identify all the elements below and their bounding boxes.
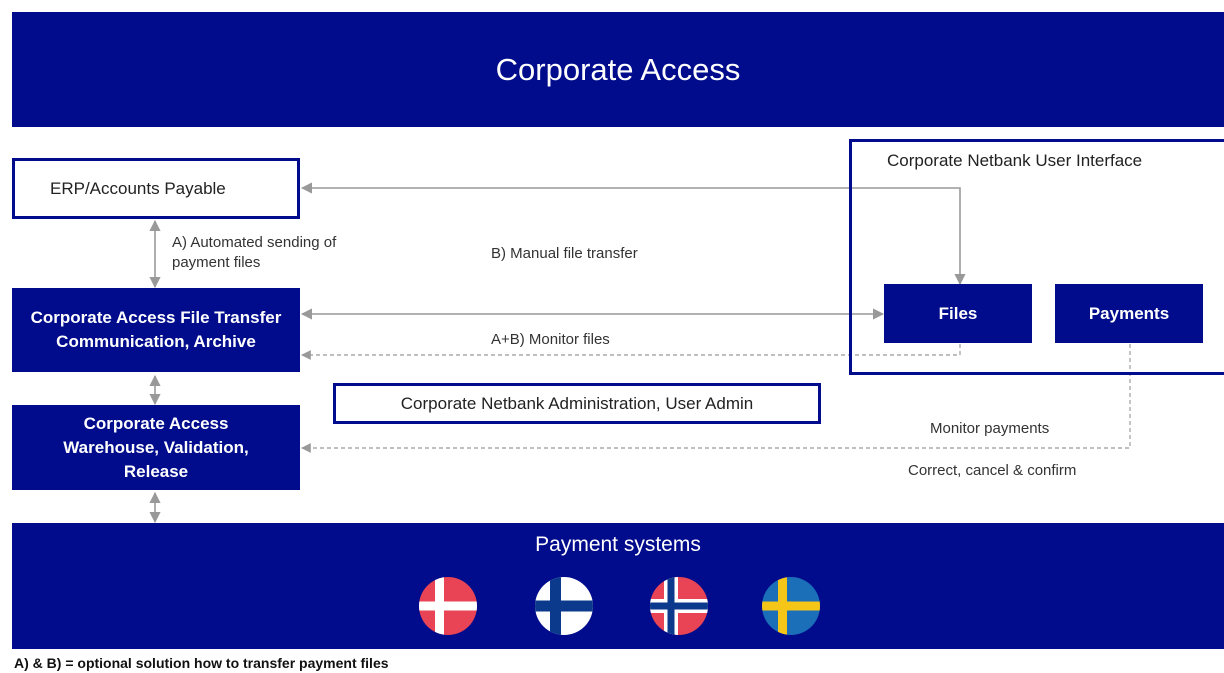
norway-flag [650,577,708,635]
file-transfer-label: Corporate Access File Transfer Communica… [30,308,282,351]
automated-sending-label: A) Automated sending of payment files [172,234,337,271]
monitor-payments-label: Monitor payments [930,420,1050,437]
files-box: Files [884,284,1032,343]
manual-transfer-label: B) Manual file transfer [491,245,638,262]
denmark-flag [419,577,477,635]
netbank-admin-label: Corporate Netbank Administration, User A… [400,393,754,413]
erp-files-arrow [300,182,966,286]
payment-systems-title: Payment systems [535,533,701,556]
page-title: Corporate Access [495,51,741,87]
payment-systems-banner: Payment systems [12,523,1224,649]
erp-accounts-payable-box: ERP/Accounts Payable [12,158,300,219]
correct-cancel-label: Correct, cancel & confirm [908,462,1077,479]
netbank-admin-box: Corporate Netbank Administration, User A… [333,383,821,424]
files-label: Files [938,303,978,323]
netbank-ui-title: Corporate Netbank User Interface [887,151,1143,170]
footnote: A) & B) = optional solution how to trans… [14,655,389,671]
finland-flag [535,577,593,635]
erp-label: ERP/Accounts Payable [50,178,226,198]
warehouse-label: Corporate Access Warehouse, Validation, … [63,413,249,481]
payments-label: Payments [1088,303,1170,323]
sweden-flag [762,577,820,635]
monitor-files-label: A+B) Monitor files [491,331,610,348]
file-transfer-box: Corporate Access File Transfer Communica… [12,288,300,372]
header-banner: Corporate Access [12,12,1224,127]
warehouse-box: Corporate Access Warehouse, Validation, … [12,405,300,490]
monitor-files-arrow [301,344,961,360]
netbank-ui-container: Corporate Netbank User Interface [849,139,1224,375]
payments-box: Payments [1055,284,1203,343]
